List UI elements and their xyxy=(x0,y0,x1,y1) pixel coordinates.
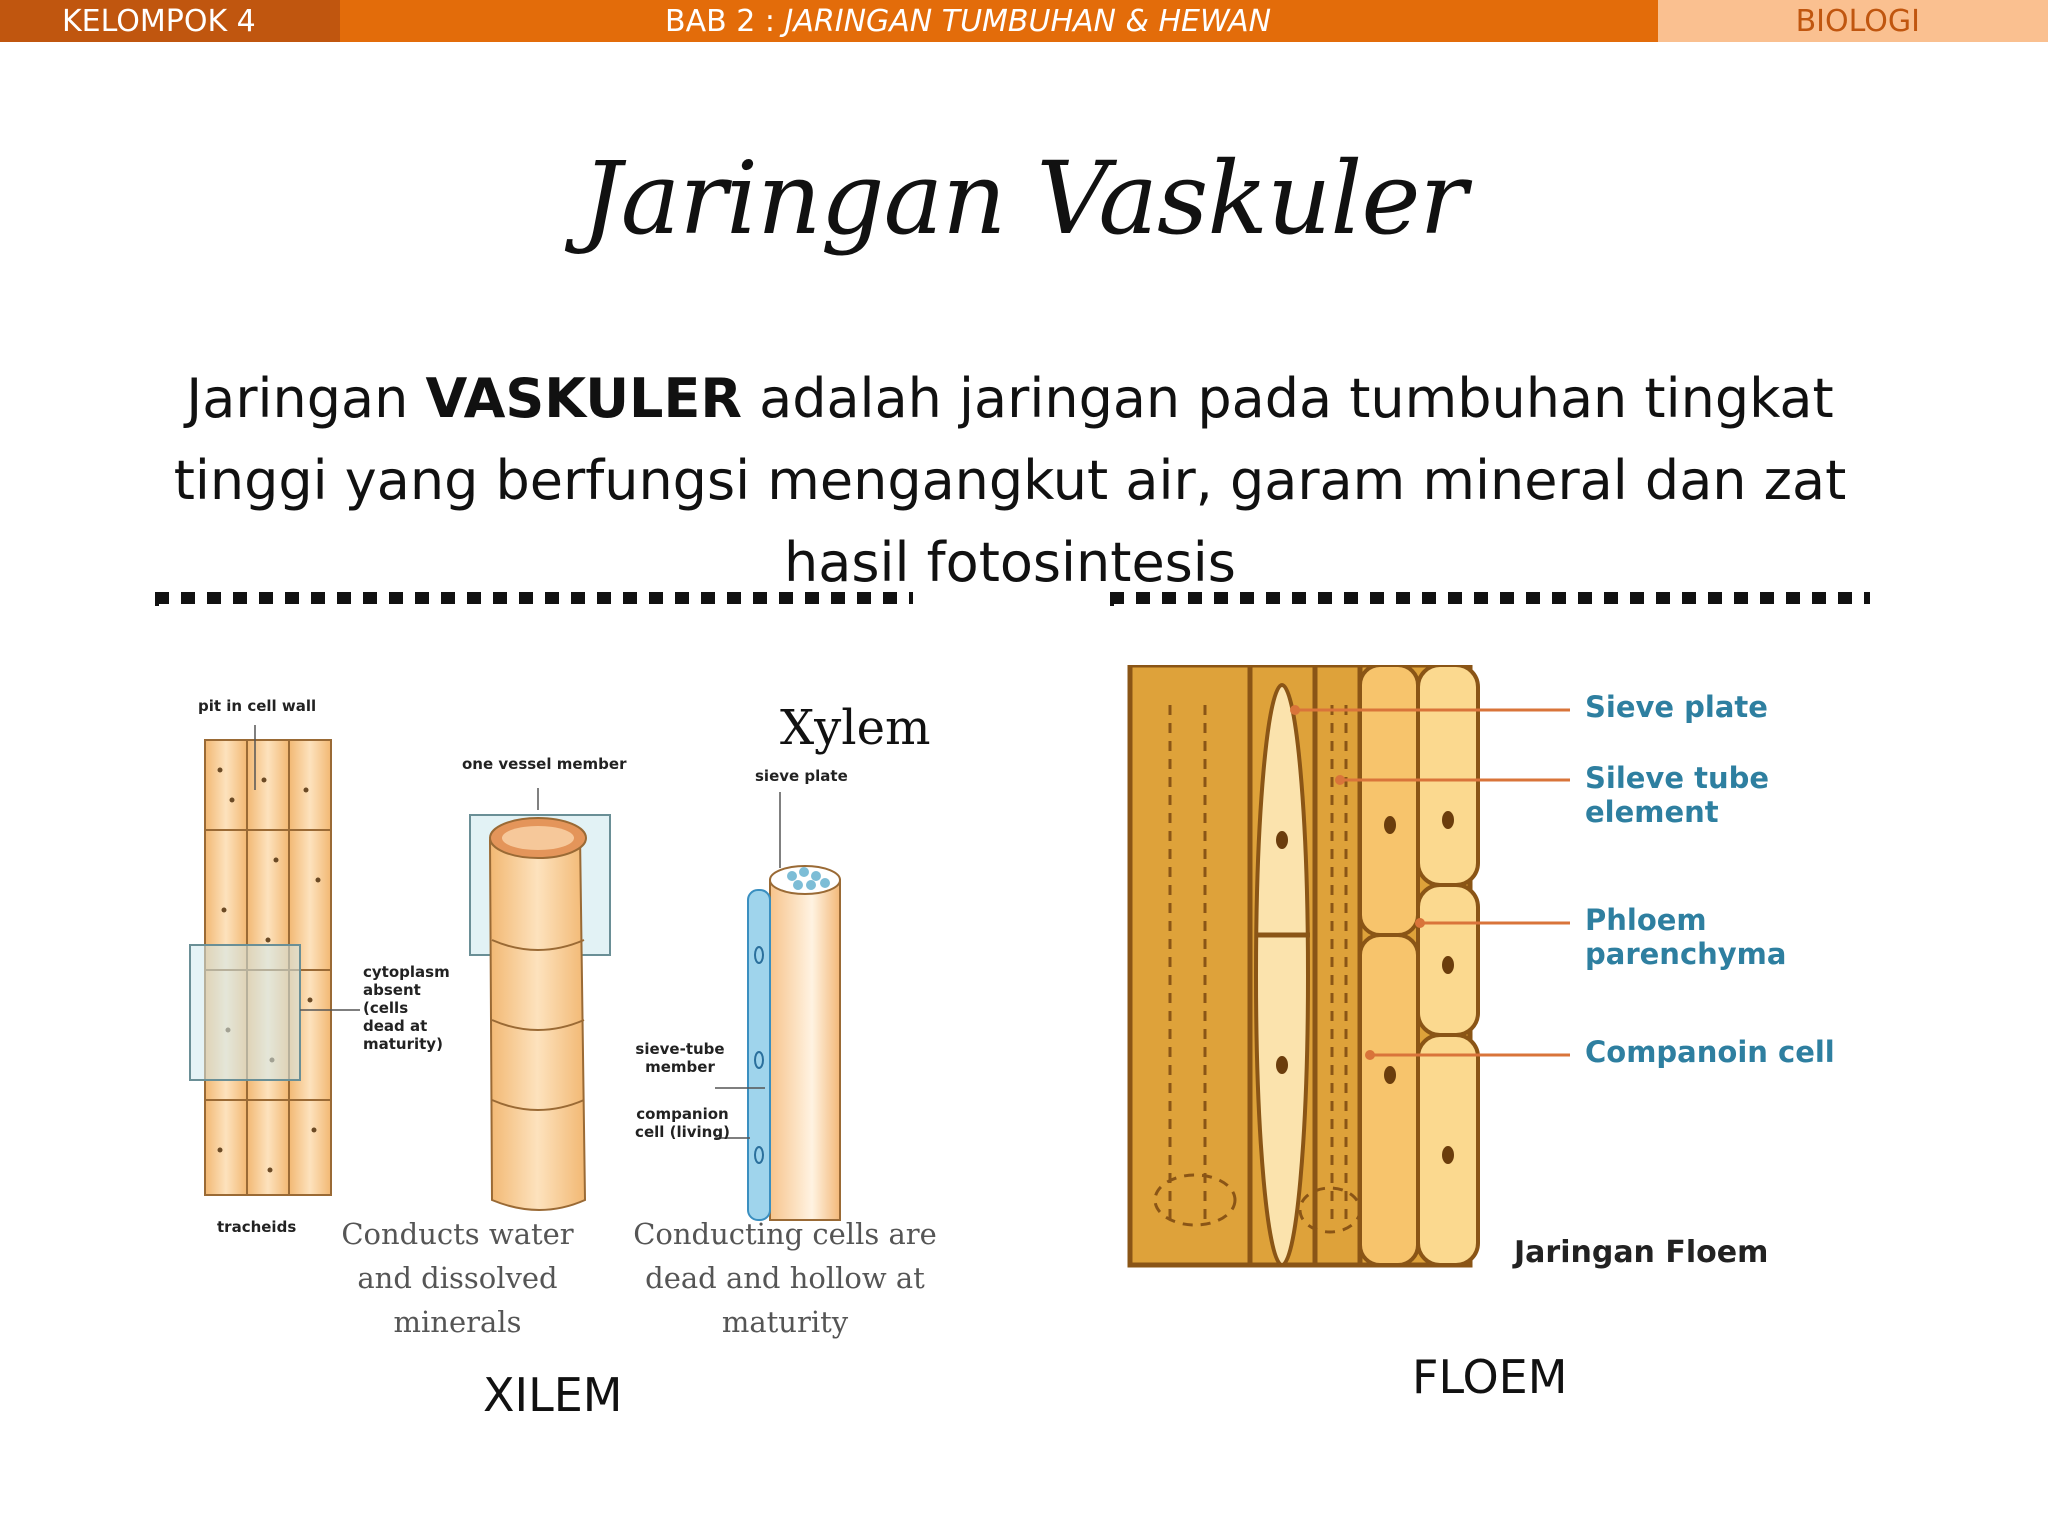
tracheids-drawing xyxy=(189,725,360,1196)
phloem-illustration xyxy=(1127,662,1570,1268)
phloem-figure: Sieve plate Sileve tube element Phloem p… xyxy=(1110,662,1900,1305)
xylem-illustration xyxy=(189,725,841,1221)
cytoplasm-label: cytoplasm absent (cells dead at maturity… xyxy=(363,963,450,1053)
slide-title: Jaringan Vaskuler xyxy=(581,140,1468,257)
companion-label: companion cell (living) xyxy=(635,1105,730,1141)
header-chapter-title: JARINGAN TUMBUHAN & HEWAN xyxy=(784,3,1272,39)
xylem-caption-right: Conducting cells are dead and hollow at … xyxy=(633,1217,937,1339)
phloem-label-sieve-tube: Sileve tube element xyxy=(1585,761,1770,829)
header-group-label: KELOMPOK 4 xyxy=(0,0,340,42)
header-subject: BIOLOGI xyxy=(1658,0,2048,42)
xylem-section-caption: XILEM xyxy=(483,1368,623,1422)
vessel-label: one vessel member xyxy=(462,755,627,773)
divider-left xyxy=(155,592,913,604)
pit-label: pit in cell wall xyxy=(198,697,317,715)
phloem-label-companion: Companoin cell xyxy=(1585,1035,1835,1069)
sieve-tube-drawing xyxy=(715,792,841,1221)
phloem-section-caption: FLOEM xyxy=(1412,1350,1568,1404)
vessel-drawing xyxy=(469,788,611,1211)
phloem-inner-caption: Jaringan Floem xyxy=(1514,1235,1769,1270)
xylem-figure: pit in cell wall one vessel member Xylem… xyxy=(180,680,970,1339)
desc-post: adalah jaringan pada tumbuhan tingkat ti… xyxy=(173,367,1847,594)
sieve-tube-label: sieve-tube member xyxy=(635,1040,725,1076)
tracheids-label: tracheids xyxy=(217,1218,297,1236)
desc-pre: Jaringan xyxy=(186,367,426,430)
sieve-plate-label: sieve plate xyxy=(755,767,848,785)
header-bar: KELOMPOK 4 BAB 2 : JARINGAN TUMBUHAN & H… xyxy=(0,0,2048,42)
xylem-caption-left: Conducts water and dissolved minerals xyxy=(341,1217,574,1339)
header-chapter: BAB 2 : JARINGAN TUMBUHAN & HEWAN xyxy=(340,0,1658,42)
xylem-title: Xylem xyxy=(780,700,931,756)
phloem-label-parenchyma: Phloem parenchyma xyxy=(1585,903,1787,971)
divider-right xyxy=(1110,592,1870,604)
header-chapter-prefix: BAB 2 : xyxy=(665,3,785,39)
slide-description: Jaringan VASKULER adalah jaringan pada t… xyxy=(140,358,1880,604)
desc-bold: VASKULER xyxy=(425,367,742,430)
phloem-label-sieve-plate: Sieve plate xyxy=(1585,690,1768,724)
